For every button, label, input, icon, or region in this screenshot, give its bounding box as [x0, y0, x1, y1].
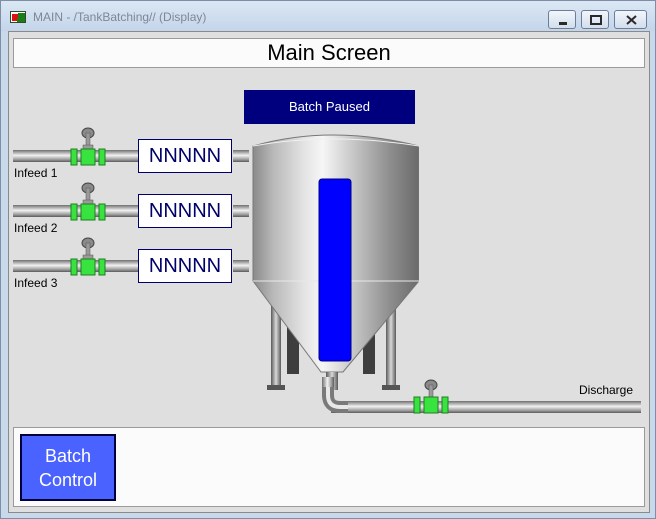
infeed-1-valve[interactable] [69, 125, 107, 173]
batch-status-banner: Batch Paused [244, 90, 415, 124]
display-canvas: Main Screen Batch Paused [8, 31, 650, 513]
infeed-3-valve[interactable] [69, 235, 107, 283]
infeed-3-value[interactable]: NNNNN [138, 249, 232, 283]
infeed-1-pipe-to-tank [233, 150, 249, 162]
batch-control-label-1: Batch [44, 446, 92, 466]
discharge-valve[interactable] [412, 377, 450, 425]
minimize-icon [559, 22, 567, 25]
discharge-pipe-elbow [322, 387, 348, 413]
title-bar[interactable]: MAIN - /TankBatching// (Display) [1, 1, 655, 31]
infeed-1-label: Infeed 1 [14, 166, 58, 180]
window-title: MAIN - /TankBatching// (Display) [33, 10, 207, 24]
restore-icon [590, 15, 602, 25]
control-panel: Batch Control [13, 427, 645, 507]
valve-icon [70, 237, 106, 276]
valve-icon [413, 379, 449, 414]
page-title-box: Main Screen [13, 38, 645, 68]
app-icon [10, 11, 26, 23]
infeed-2-valve[interactable] [69, 180, 107, 228]
infeed-1-value[interactable]: NNNNN [138, 139, 232, 173]
batch-control-button[interactable]: Batch Control [20, 434, 116, 501]
restore-button[interactable] [581, 10, 609, 29]
valve-icon [70, 127, 106, 166]
page-title: Main Screen [267, 40, 391, 65]
infeed-3-label: Infeed 3 [14, 276, 58, 290]
batch-control-label-2: Control [38, 470, 98, 490]
tank-icon [252, 134, 419, 390]
discharge-pipe [331, 401, 641, 413]
batch-tank[interactable] [243, 124, 419, 396]
minimize-button[interactable] [548, 10, 576, 29]
valve-icon [70, 182, 106, 221]
close-icon [626, 15, 637, 25]
close-button[interactable] [614, 10, 647, 29]
infeed-3-pipe-to-tank [233, 260, 249, 272]
infeed-2-label: Infeed 2 [14, 221, 58, 235]
infeed-2-value[interactable]: NNNNN [138, 194, 232, 228]
discharge-label: Discharge [579, 383, 634, 397]
infeed-2-pipe-to-tank [233, 205, 249, 217]
